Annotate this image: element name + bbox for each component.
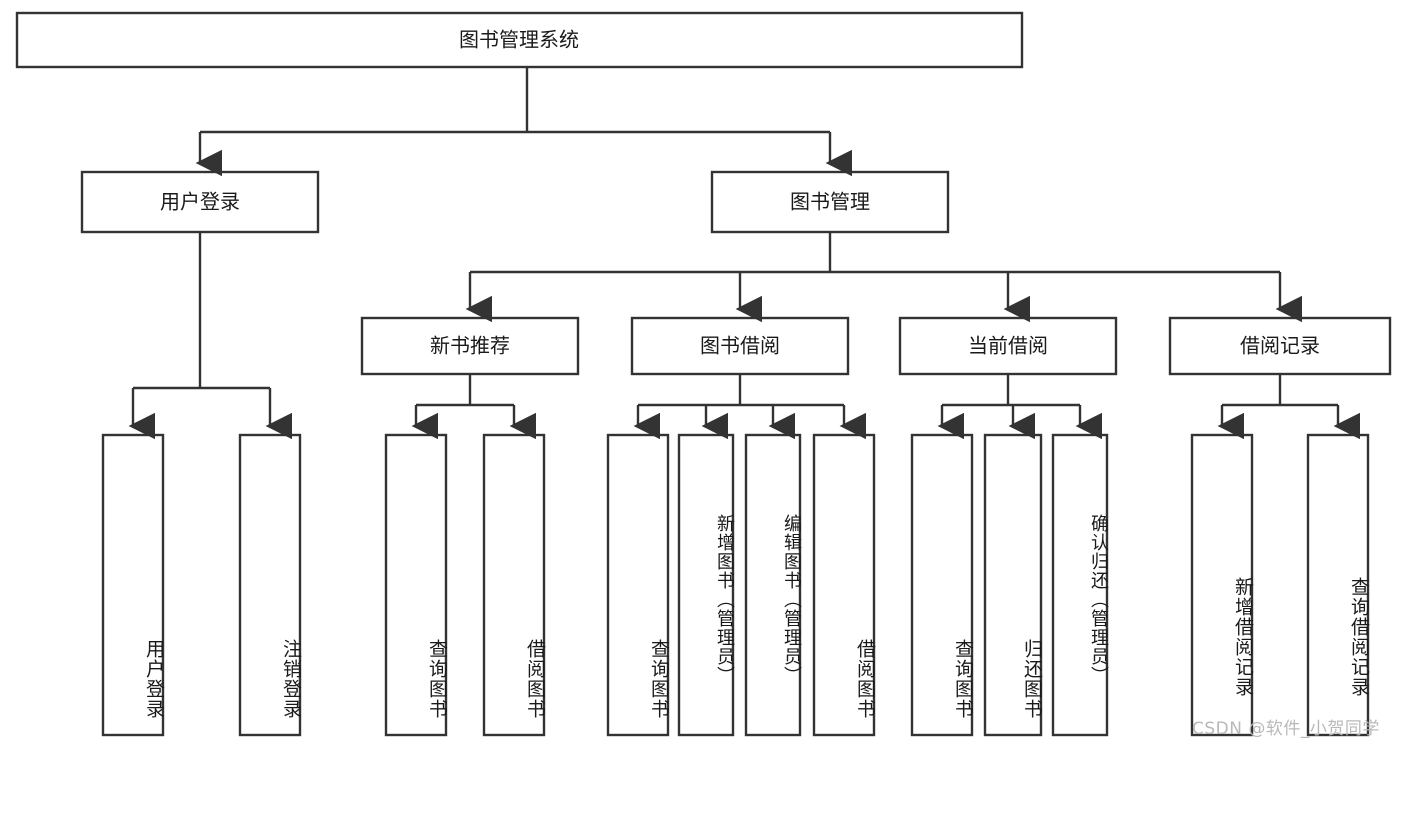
label-book-management: 图书管理 [790,190,870,214]
csdn-watermark: CSDN @软件_小贺同学 [1192,719,1380,739]
leaf-box-edit-book-admin[interactable] [744,433,802,737]
node-box-root[interactable] [15,11,1024,69]
leaf-box-logout[interactable] [238,433,302,737]
leaf-box-query-book-rec[interactable] [384,433,448,737]
diagram-canvas: 图书管理系统 用户登录 图书管理 新书推荐 图书借阅 当前借阅 借阅记录 用户登… [15,11,1392,739]
leaf-box-borrow-book[interactable] [812,433,876,737]
leaf-box-add-borrow-record[interactable] [1190,433,1254,737]
node-box-user-login[interactable] [80,170,320,234]
node-box-current-borrow[interactable] [898,316,1118,376]
label-root: 图书管理系统 [459,28,579,52]
leaf-box-query-book-borrow[interactable] [606,433,670,737]
leaf-box-user-login[interactable] [101,433,165,737]
label-borrow-record: 借阅记录 [1240,334,1320,358]
leaf-box-query-book-current[interactable] [910,433,974,737]
label-new-book-recommend: 新书推荐 [430,334,510,358]
leaf-box-borrow-book-rec[interactable] [482,433,546,737]
diagram-svg: 图书管理系统 用户登录 图书管理 新书推荐 图书借阅 当前借阅 借阅记录 [15,11,1392,737]
leaf-box-return-book[interactable] [983,433,1043,737]
label-user-login: 用户登录 [160,190,240,214]
leaf-box-query-borrow-record[interactable] [1306,433,1370,737]
leaf-box-add-book-admin[interactable] [677,433,735,737]
label-current-borrow: 当前借阅 [968,334,1048,358]
label-book-borrow: 图书借阅 [700,334,780,358]
node-box-new-book-recommend[interactable] [360,316,580,376]
leaf-box-confirm-return-admin[interactable] [1051,433,1109,737]
